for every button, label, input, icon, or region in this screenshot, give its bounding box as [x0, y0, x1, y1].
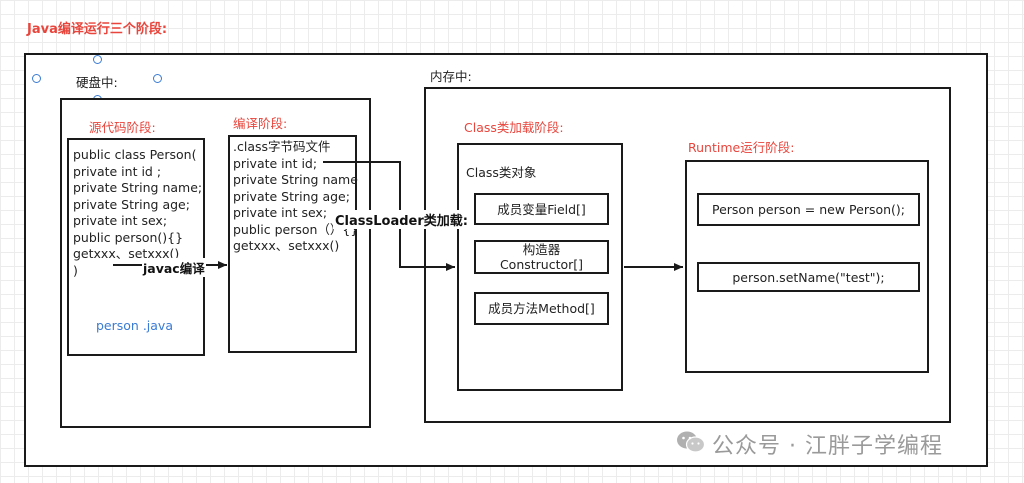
source-file-name: person .java	[96, 318, 173, 333]
memory-label: 内存中:	[430, 69, 472, 84]
class-object-title: Class类对象	[466, 165, 537, 180]
selection-handle-top[interactable]	[93, 55, 102, 64]
diagram-title: Java编译运行三个阶段:	[27, 22, 168, 37]
compile-stage-box	[228, 135, 357, 353]
field-array-box: 成员变量Field[]	[474, 193, 609, 225]
method-array-box: 成员方法Method[]	[474, 292, 609, 325]
source-code: public class Person( private int id ; pr…	[73, 147, 203, 278]
class-stage-title: Class类加载阶段:	[464, 120, 564, 135]
runtime-statement-setname: person.setName("test");	[697, 262, 920, 292]
javac-compile-label: javac编译	[142, 258, 206, 277]
wechat-icon	[677, 431, 706, 453]
disk-label: 硬盘中:	[76, 75, 118, 90]
source-stage-title: 源代码阶段:	[89, 120, 156, 135]
compile-code: .class字节码文件 private int id; private Stri…	[233, 139, 359, 253]
runtime-statement-new: Person person = new Person();	[697, 193, 920, 226]
source-stage-box	[67, 138, 205, 356]
selection-handle-left[interactable]	[32, 74, 41, 83]
watermark-text: 公众号 · 江胖子学编程	[712, 434, 943, 459]
compile-stage-title: 编译阶段:	[233, 116, 288, 131]
classloader-label: ClassLoader类加载:	[333, 210, 470, 229]
runtime-stage-title: Runtime运行阶段:	[688, 140, 795, 155]
constructor-array-box: 构造器 Constructor[]	[474, 240, 609, 274]
selection-handle-right[interactable]	[153, 74, 162, 83]
